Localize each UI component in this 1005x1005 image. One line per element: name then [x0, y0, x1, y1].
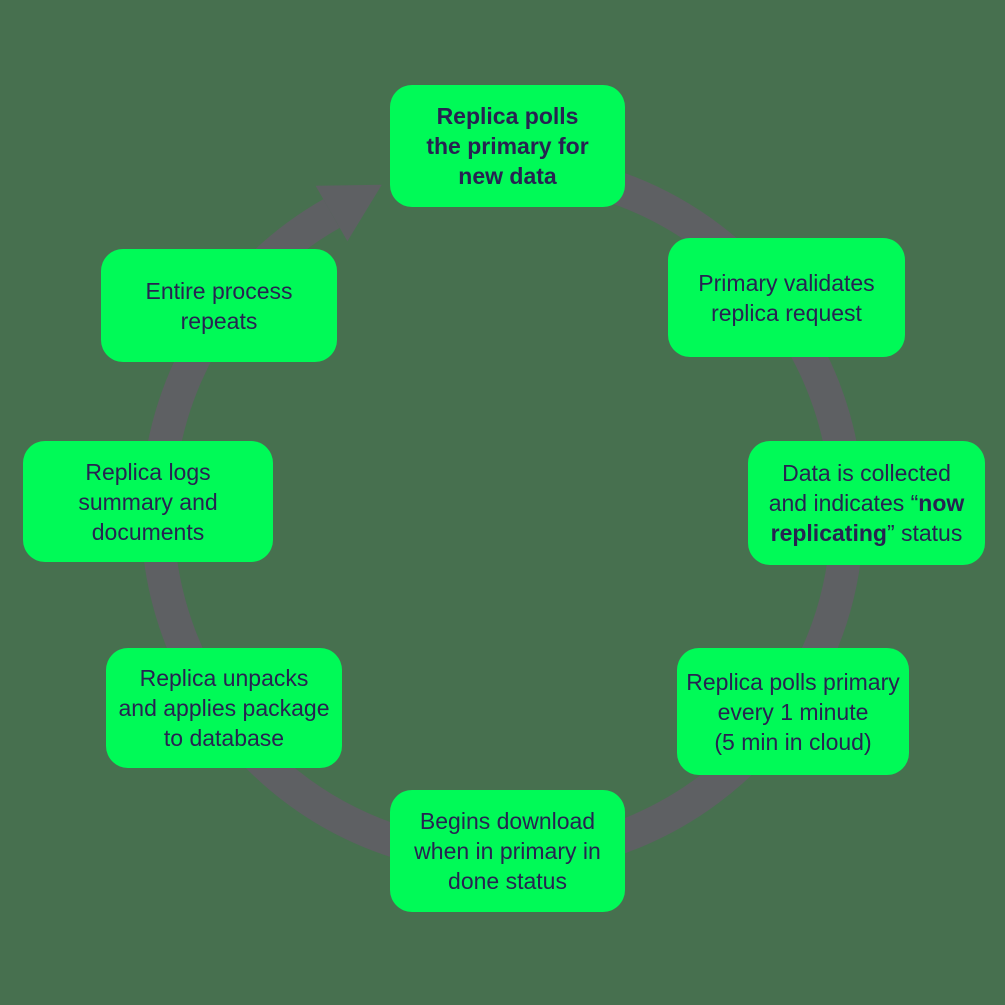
step-text-line: Data is collected: [782, 460, 951, 486]
step-text-line: to database: [163, 725, 285, 751]
step-text-line: every 1 minute: [717, 698, 869, 725]
step-process-repeats: Entire process repeats: [101, 249, 337, 362]
step-text-line: Replica unpacks: [139, 665, 309, 691]
step-text-line: Primary validates: [698, 269, 875, 296]
step-text-line: replicating” status: [770, 520, 963, 546]
arrowhead-icon: [315, 184, 382, 242]
step-text-line: Entire process: [145, 277, 293, 304]
step-data-collected: Data is collected and indicates “now repli…: [748, 441, 985, 565]
step-replica-polls-interval: Replica polls primary every 1 minute (5 mi…: [677, 648, 909, 775]
step-replica-polls-primary: Replica polls the primary for new data: [390, 85, 625, 207]
step-text-line: documents: [91, 518, 205, 545]
step-text-line: Replica polls primary: [686, 668, 900, 695]
step-text-line: repeats: [180, 307, 258, 334]
step-text-line: and applies package: [118, 695, 330, 721]
step-primary-validates: Primary validates replica request: [668, 238, 905, 357]
step-text-line: summary and: [78, 488, 218, 515]
step-text-line: new data: [458, 163, 557, 189]
step-replica-unpacks: Replica unpacks and applies package to dat…: [106, 648, 342, 768]
step-text-line: done status: [448, 868, 567, 894]
step-text-line: and indicates “now: [768, 490, 965, 516]
step-text-line: replica request: [711, 299, 862, 326]
step-text-line: Replica polls: [436, 103, 579, 129]
step-text-line: Begins download: [419, 808, 596, 834]
step-text-line: (5 min in cloud): [714, 728, 872, 755]
step-text-line: when in primary in: [414, 838, 601, 864]
step-text-line: the primary for: [426, 133, 589, 159]
step-begins-download: Begins download when in primary in done st…: [390, 790, 625, 912]
step-text-line: Replica logs: [85, 458, 211, 485]
step-replica-logs: Replica logs summary and documents: [23, 441, 273, 562]
